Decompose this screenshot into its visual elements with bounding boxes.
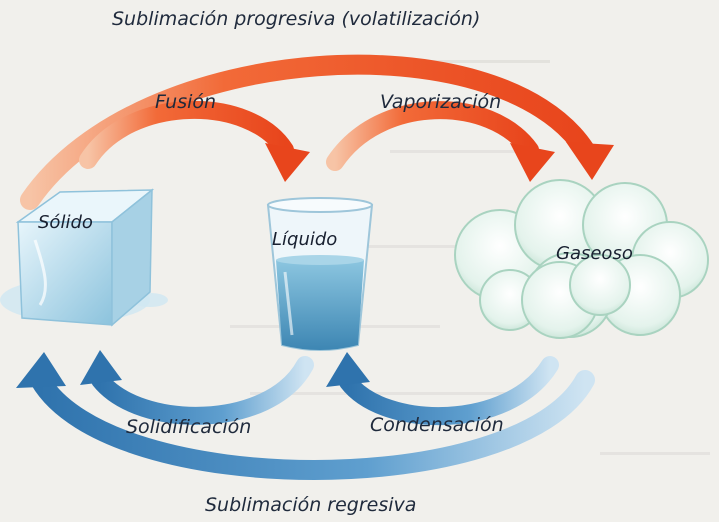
solidification-arrowhead: [80, 350, 122, 385]
ice-cube-illustration: [0, 188, 168, 327]
gas-state-label: Gaseoso: [556, 243, 633, 264]
fusion-arrowhead: [265, 143, 310, 182]
sublimation-progressive-arrow: [20, 54, 595, 210]
sublimation-progressive-label: Sublimación progresiva (volatilización): [112, 8, 481, 30]
condensation-arrow: [339, 356, 559, 426]
liquid-state-label: Líquido: [272, 229, 338, 250]
sublimation-regressive-label: Sublimación regresiva: [205, 494, 417, 516]
solidification-arrow: [91, 356, 314, 425]
sublimation-progressive-arrowhead: [566, 142, 614, 180]
sublimation-regressive-arrowhead: [16, 352, 66, 388]
condensation-arrowhead: [326, 352, 370, 387]
vaporization-arrow: [326, 101, 539, 171]
cloud-illustration: [454, 179, 709, 339]
fusion-label: Fusión: [155, 91, 217, 113]
solidification-label: Solidificación: [126, 416, 252, 438]
fusion-arrow: [79, 100, 294, 169]
sublimation-regressive-arrow: [30, 370, 595, 480]
vaporization-arrowhead: [510, 143, 555, 182]
vaporization-label: Vaporización: [380, 91, 502, 113]
condensation-label: Condensación: [370, 414, 504, 436]
solid-state-label: Sólido: [38, 212, 93, 233]
glass-of-water-illustration: [266, 197, 374, 351]
